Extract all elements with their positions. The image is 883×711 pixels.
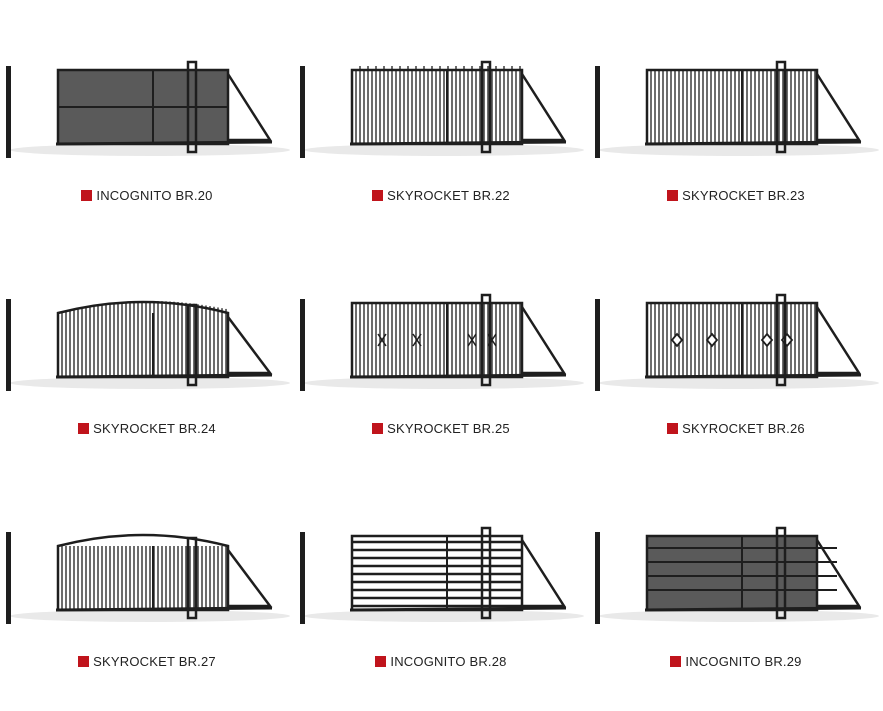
red-square-icon xyxy=(670,656,682,667)
gate-image xyxy=(595,293,879,391)
gate-image xyxy=(300,526,584,624)
product-card[interactable]: INCOGNITO BR.29 xyxy=(589,478,883,711)
post xyxy=(595,299,600,391)
product-card[interactable]: SKYROCKET BR.24 xyxy=(0,245,294,478)
red-square-icon xyxy=(372,423,384,434)
product-name: INCOGNITO BR.29 xyxy=(685,654,802,669)
post xyxy=(300,299,305,391)
product-card[interactable]: SKYROCKET BR.23 xyxy=(589,12,883,245)
product-name: SKYROCKET BR.22 xyxy=(387,188,510,203)
post xyxy=(6,299,11,391)
gate-image xyxy=(300,293,584,391)
gate-image xyxy=(595,60,879,158)
gate-illustration xyxy=(300,293,584,391)
post xyxy=(6,66,11,158)
product-card[interactable]: INCOGNITO BR.20 xyxy=(0,12,294,245)
product-name: INCOGNITO BR.20 xyxy=(96,188,213,203)
gate-illustration xyxy=(300,526,584,624)
product-caption: INCOGNITO BR.29 xyxy=(589,654,883,669)
product-card[interactable]: SKYROCKET BR.22 xyxy=(294,12,588,245)
gate-image xyxy=(6,60,290,158)
red-square-icon xyxy=(667,423,679,434)
red-square-icon xyxy=(81,190,93,201)
product-card[interactable]: INCOGNITO BR.28 xyxy=(294,478,588,711)
post xyxy=(300,66,305,158)
gate-illustration xyxy=(595,60,879,158)
gate-illustration xyxy=(6,299,290,391)
product-card[interactable]: SKYROCKET BR.27 xyxy=(0,478,294,711)
post xyxy=(595,532,600,624)
red-square-icon xyxy=(667,190,679,201)
gate-illustration xyxy=(6,60,290,158)
gate-illustration xyxy=(595,293,879,391)
product-caption: SKYROCKET BR.25 xyxy=(294,421,588,436)
gate-image xyxy=(6,532,290,624)
product-card[interactable]: SKYROCKET BR.26 xyxy=(589,245,883,478)
product-name: SKYROCKET BR.24 xyxy=(93,421,216,436)
product-name: SKYROCKET BR.27 xyxy=(93,654,216,669)
product-name: INCOGNITO BR.28 xyxy=(390,654,507,669)
gate-illustration xyxy=(595,526,879,624)
gate-image xyxy=(300,60,584,158)
red-square-icon xyxy=(375,656,387,667)
post xyxy=(595,66,600,158)
product-caption: SKYROCKET BR.22 xyxy=(294,188,588,203)
gate-image xyxy=(6,299,290,391)
product-caption: SKYROCKET BR.27 xyxy=(0,654,294,669)
product-caption: INCOGNITO BR.20 xyxy=(0,188,294,203)
product-caption: INCOGNITO BR.28 xyxy=(294,654,588,669)
product-name: SKYROCKET BR.25 xyxy=(387,421,510,436)
post xyxy=(300,532,305,624)
product-caption: SKYROCKET BR.23 xyxy=(589,188,883,203)
post xyxy=(6,532,11,624)
gate-image xyxy=(595,526,879,624)
gate-illustration xyxy=(300,60,584,158)
product-caption: SKYROCKET BR.24 xyxy=(0,421,294,436)
gate-illustration xyxy=(6,532,290,624)
product-name: SKYROCKET BR.26 xyxy=(682,421,805,436)
red-square-icon xyxy=(78,656,90,667)
red-square-icon xyxy=(78,423,90,434)
product-caption: SKYROCKET BR.26 xyxy=(589,421,883,436)
product-card[interactable]: SKYROCKET BR.25 xyxy=(294,245,588,478)
red-square-icon xyxy=(372,190,384,201)
product-name: SKYROCKET BR.23 xyxy=(682,188,805,203)
